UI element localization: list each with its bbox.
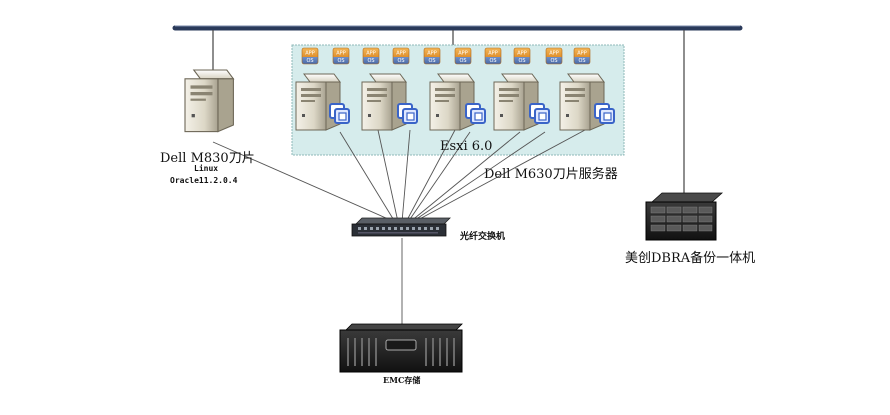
svg-text:APP: APP	[549, 51, 558, 57]
svg-text:OS: OS	[428, 58, 435, 64]
svg-text:APP: APP	[336, 51, 345, 57]
switch-label: 光纤交换机	[460, 232, 506, 242]
blade-server-icon	[559, 73, 605, 131]
svg-text:APP: APP	[366, 51, 375, 57]
blade-server-icon	[361, 73, 407, 131]
svg-text:APP: APP	[488, 51, 497, 57]
blade-server-icon	[493, 73, 539, 131]
server-icon-m830	[184, 69, 234, 133]
svg-text:OS: OS	[578, 58, 585, 64]
backup-appliance-label: 美创DBRA备份一体机	[625, 251, 756, 266]
svg-text:OS: OS	[489, 58, 496, 64]
svg-text:APP: APP	[458, 51, 467, 57]
server-m830-label: Dell M830刀片	[160, 151, 255, 166]
svg-text:APP: APP	[396, 51, 405, 57]
network-bus	[172, 25, 743, 31]
hypervisor-label: Esxi 6.0	[440, 139, 493, 154]
svg-text:APP: APP	[305, 51, 314, 57]
connection-lines	[212, 129, 586, 330]
svg-text:OS: OS	[367, 58, 374, 64]
svg-text:OS: OS	[337, 58, 344, 64]
storage-label: EMC存储	[383, 375, 421, 385]
svg-text:APP: APP	[517, 51, 526, 57]
server-m830-db-label: Oracle11.2.0.4	[170, 176, 238, 185]
storage-array-icon	[339, 323, 463, 373]
svg-text:APP: APP	[427, 51, 436, 57]
svg-text:OS: OS	[459, 58, 466, 64]
svg-text:OS: OS	[518, 58, 525, 64]
blade-group-label: Dell M630刀片服务器	[484, 167, 618, 182]
svg-text:APP: APP	[577, 51, 586, 57]
svg-text:OS: OS	[397, 58, 404, 64]
svg-text:OS: OS	[550, 58, 557, 64]
bus-drop-lines	[212, 30, 685, 193]
fibre-switch-icon	[351, 217, 451, 237]
backup-appliance-icon	[645, 192, 724, 241]
svg-text:OS: OS	[306, 58, 313, 64]
server-m830-os-label: Linux	[194, 164, 219, 173]
blade-server-icon	[429, 73, 475, 131]
blade-server-icon	[295, 73, 341, 131]
